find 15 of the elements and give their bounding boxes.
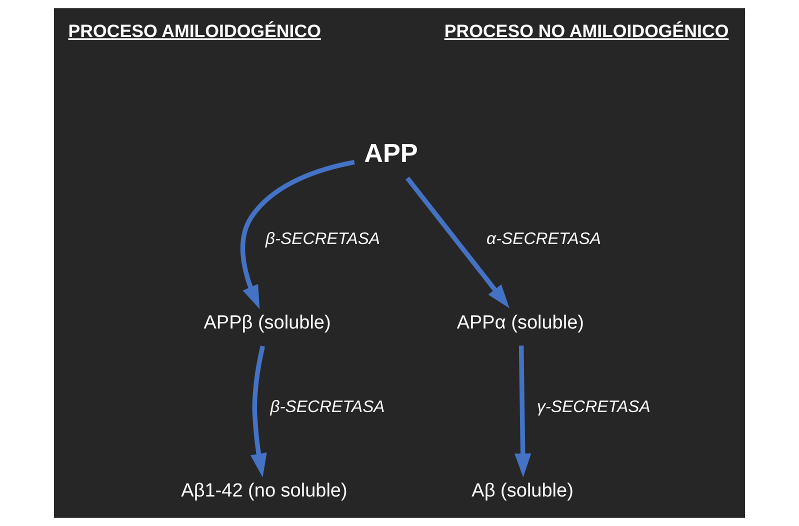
node-text: APP — [364, 138, 418, 168]
edge-label: α-SECRETASA — [486, 229, 602, 248]
node-text: APPα (soluble) — [456, 312, 584, 334]
label: PROCESO NO AMILOIDOGÉNICO — [444, 21, 729, 42]
node-text: Aβ (soluble) — [472, 480, 574, 502]
edge-label: γ-SECRETASA — [537, 396, 650, 416]
arrow — [514, 346, 532, 478]
label: PROCESO AMILOIDOGÉNICO — [68, 21, 321, 42]
edge-label: β-SECRETASA — [270, 396, 385, 416]
arrow — [240, 160, 355, 310]
arrow — [250, 346, 267, 478]
node-text: APPβ (soluble) — [204, 312, 331, 334]
edge-label: β-SECRETASA — [266, 229, 380, 248]
arrow — [406, 176, 510, 308]
node-text: Aβ1-42 (no soluble) — [181, 480, 348, 502]
